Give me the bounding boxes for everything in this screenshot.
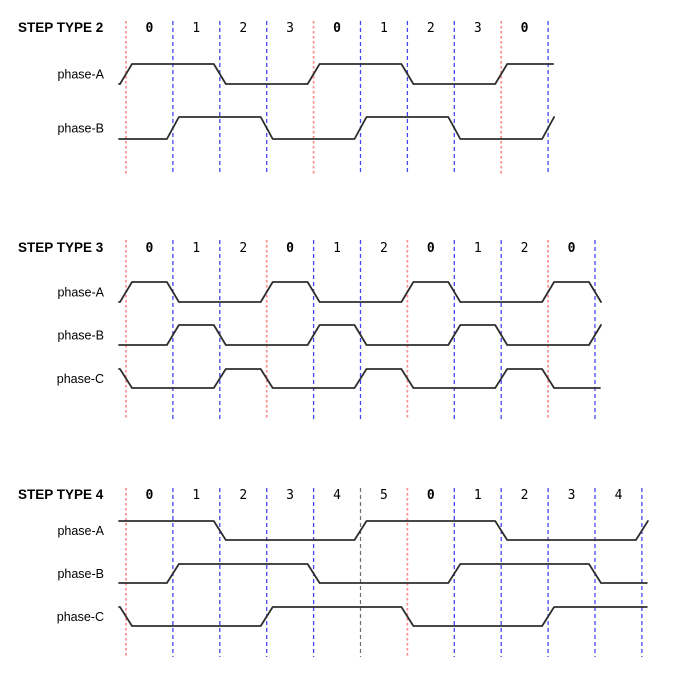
step-number: 3 (286, 21, 294, 36)
phase-label: phase-B (57, 122, 104, 136)
step-number: 2 (239, 21, 247, 36)
waveform-phase-B (118, 563, 648, 584)
step-number: 0 (145, 488, 153, 503)
step-number: 4 (615, 488, 623, 503)
step-number: 0 (427, 241, 435, 256)
phase-label: phase-B (57, 567, 104, 581)
section-title: STEP TYPE 3 (18, 240, 104, 255)
step-number: 1 (380, 21, 388, 36)
section-step-type-4: STEP TYPE 4 0 1 2 3 4 5 0 1 2 3 4 phase-A phase-B phas… (18, 487, 649, 657)
step-number: 2 (380, 241, 388, 256)
step-number: 2 (521, 241, 529, 256)
step-number: 1 (192, 241, 200, 256)
section-title: STEP TYPE 2 (18, 20, 103, 35)
waveform-phase-C (118, 368, 601, 389)
phase-label: phase-A (57, 524, 104, 538)
section-step-type-2: STEP TYPE 2 0 1 2 3 0 1 2 3 0 phase-A phase-B (18, 20, 555, 175)
step-number: 4 (333, 488, 341, 503)
waveform-phase-C (118, 606, 648, 627)
step-number: 0 (568, 241, 576, 256)
step-number: 0 (333, 21, 341, 36)
waveform-phase-B (118, 116, 555, 140)
step-number: 3 (286, 488, 294, 503)
step-number: 2 (239, 488, 247, 503)
phase-label: phase-C (57, 372, 104, 386)
step-number: 0 (427, 488, 435, 503)
step-number: 1 (333, 241, 341, 256)
step-number: 1 (192, 488, 200, 503)
step-number: 1 (474, 488, 482, 503)
phase-label: phase-C (57, 610, 104, 624)
waveform-phase-A (118, 520, 649, 541)
step-number: 0 (521, 21, 529, 36)
step-number: 0 (145, 21, 153, 36)
phase-label: phase-B (57, 329, 104, 343)
step-number: 5 (380, 488, 388, 503)
step-number: 1 (192, 21, 200, 36)
section-title: STEP TYPE 4 (18, 487, 104, 502)
phase-label: phase-A (57, 286, 104, 300)
step-number: 1 (474, 241, 482, 256)
step-number: 2 (427, 21, 435, 36)
step-number: 0 (286, 241, 294, 256)
waveform-phase-B (118, 324, 602, 346)
waveform-phase-A (118, 63, 554, 85)
waveform-phase-A (118, 281, 602, 303)
step-number: 3 (474, 21, 482, 36)
step-number: 3 (568, 488, 576, 503)
step-number: 0 (145, 241, 153, 256)
phase-label: phase-A (57, 68, 104, 82)
step-number: 2 (521, 488, 529, 503)
section-step-type-3: STEP TYPE 3 0 1 2 0 1 2 0 1 2 0 phase-A phase-B phase… (18, 240, 602, 420)
step-number: 2 (239, 241, 247, 256)
